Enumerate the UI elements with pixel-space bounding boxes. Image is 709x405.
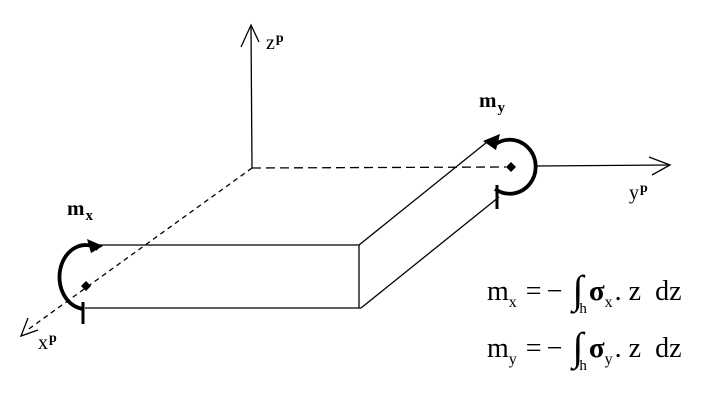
sigma-symbol: σ: [588, 275, 605, 307]
integral-sign: ∫: [572, 324, 584, 369]
y-axis-hidden-segment: [251, 166, 507, 169]
integral-bound: h: [579, 358, 587, 374]
my-moment-label-base: m: [479, 88, 497, 112]
mx-moment-arrowhead: [87, 239, 103, 253]
mx-axis-point: [81, 281, 91, 291]
differential: dz: [655, 333, 682, 364]
integral-sign: ∫: [572, 267, 584, 312]
my-moment-label-sub: y: [497, 100, 506, 116]
y-axis-line: [535, 164, 669, 167]
plate-bottom-right-edge: [360, 196, 500, 309]
my-equation-lhs-sub: y: [508, 351, 517, 368]
plate-top-right-edge: [358, 137, 493, 246]
mx-equation-lhs: m: [487, 276, 509, 307]
minus-sign: −: [546, 276, 563, 307]
my-equation-lhs: m: [487, 333, 509, 364]
z-axis-arrowhead: [240, 23, 260, 48]
z-term: . z: [614, 276, 642, 307]
z-axis-label-sup: p: [275, 31, 284, 46]
equals-sign: =: [525, 333, 542, 364]
integral-bound: h: [579, 301, 587, 317]
mx-equation-lhs-sub: x: [508, 294, 517, 311]
y-axis-arrowhead: [648, 156, 672, 176]
z-term: . z: [614, 333, 642, 364]
x-axis-label-base: x: [38, 332, 48, 354]
x-axis-arrowhead: [19, 317, 39, 338]
y-axis-label-sup: p: [640, 181, 648, 196]
x-axis-label-sup: p: [49, 331, 57, 346]
z-axis-label: zp: [266, 31, 284, 54]
mx-moment-label: mx: [67, 196, 93, 224]
my-moment-arrowhead: [483, 134, 500, 150]
x-axis-hidden-segment: [25, 167, 253, 332]
y-axis-label-base: y: [629, 182, 639, 204]
mx-moment-label-sub: x: [85, 208, 94, 224]
my-moment-arc: [491, 137, 538, 196]
minus-sign: −: [546, 333, 563, 364]
sigma-symbol: σ: [588, 332, 605, 364]
my-axis-point: [506, 162, 516, 172]
sigma-sub: y: [604, 351, 613, 368]
equals-sign: =: [525, 276, 542, 307]
z-axis-label-base: z: [266, 32, 275, 54]
mx-moment-arc: [57, 243, 100, 311]
mx-moment-label-base: m: [67, 196, 85, 220]
sigma-sub: x: [604, 294, 613, 311]
differential: dz: [655, 276, 682, 307]
z-axis-line: [250, 26, 253, 169]
y-axis-label: yp: [629, 181, 648, 204]
x-axis-label: xp: [38, 331, 57, 354]
my-moment-label: my: [479, 88, 505, 116]
